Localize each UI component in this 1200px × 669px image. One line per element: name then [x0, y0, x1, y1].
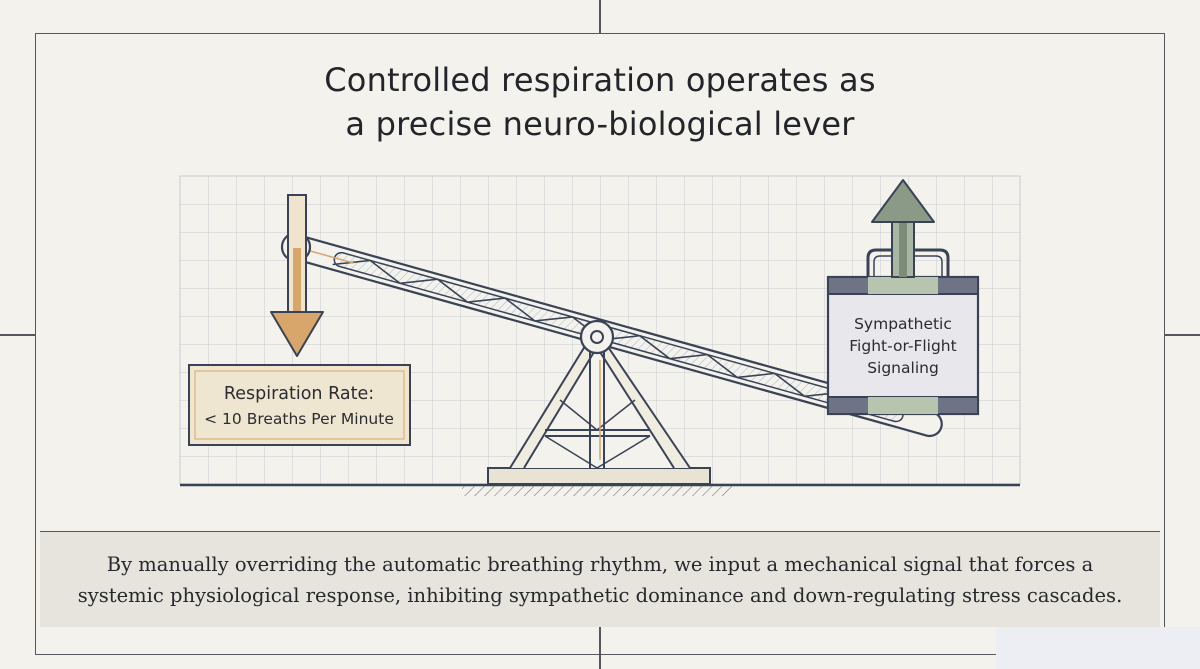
weight-label-line-3: Signaling	[867, 359, 939, 377]
ground-hatch	[462, 486, 732, 496]
input-label-box: Respiration Rate: < 10 Breaths Per Minut…	[188, 364, 411, 446]
caption: By manually overriding the automatic bre…	[60, 549, 1140, 611]
up-arrow-icon	[871, 179, 935, 278]
weight-label-line-2: Fight-or-Flight	[849, 337, 956, 355]
caption-band	[40, 531, 1160, 627]
down-arrow-icon	[270, 194, 324, 357]
crop-line-bottom	[599, 627, 601, 669]
fulcrum-base	[487, 467, 711, 485]
weight-label-line-1: Sympathetic	[854, 315, 952, 333]
slide-frame	[35, 33, 1165, 655]
input-label-line-1: Respiration Rate:	[224, 384, 374, 404]
crop-line-right	[1165, 334, 1200, 336]
title-line-2: a precise neuro-biological lever	[345, 105, 855, 143]
caption-line-2: systemic physiological response, inhibit…	[77, 584, 1123, 607]
caption-line-1: By manually overriding the automatic bre…	[106, 553, 1094, 576]
input-label-line-2: < 10 Breaths Per Minute	[204, 410, 394, 428]
corner-patch	[996, 627, 1200, 669]
title-line-1: Controlled respiration operates as	[324, 61, 876, 99]
load-weight: Sympathetic Fight-or-Flight Signaling	[826, 248, 980, 416]
pivot-icon	[579, 319, 615, 355]
crop-line-top	[599, 0, 601, 33]
page-title: Controlled respiration operates as a pre…	[0, 58, 1200, 146]
crop-line-left	[0, 334, 35, 336]
